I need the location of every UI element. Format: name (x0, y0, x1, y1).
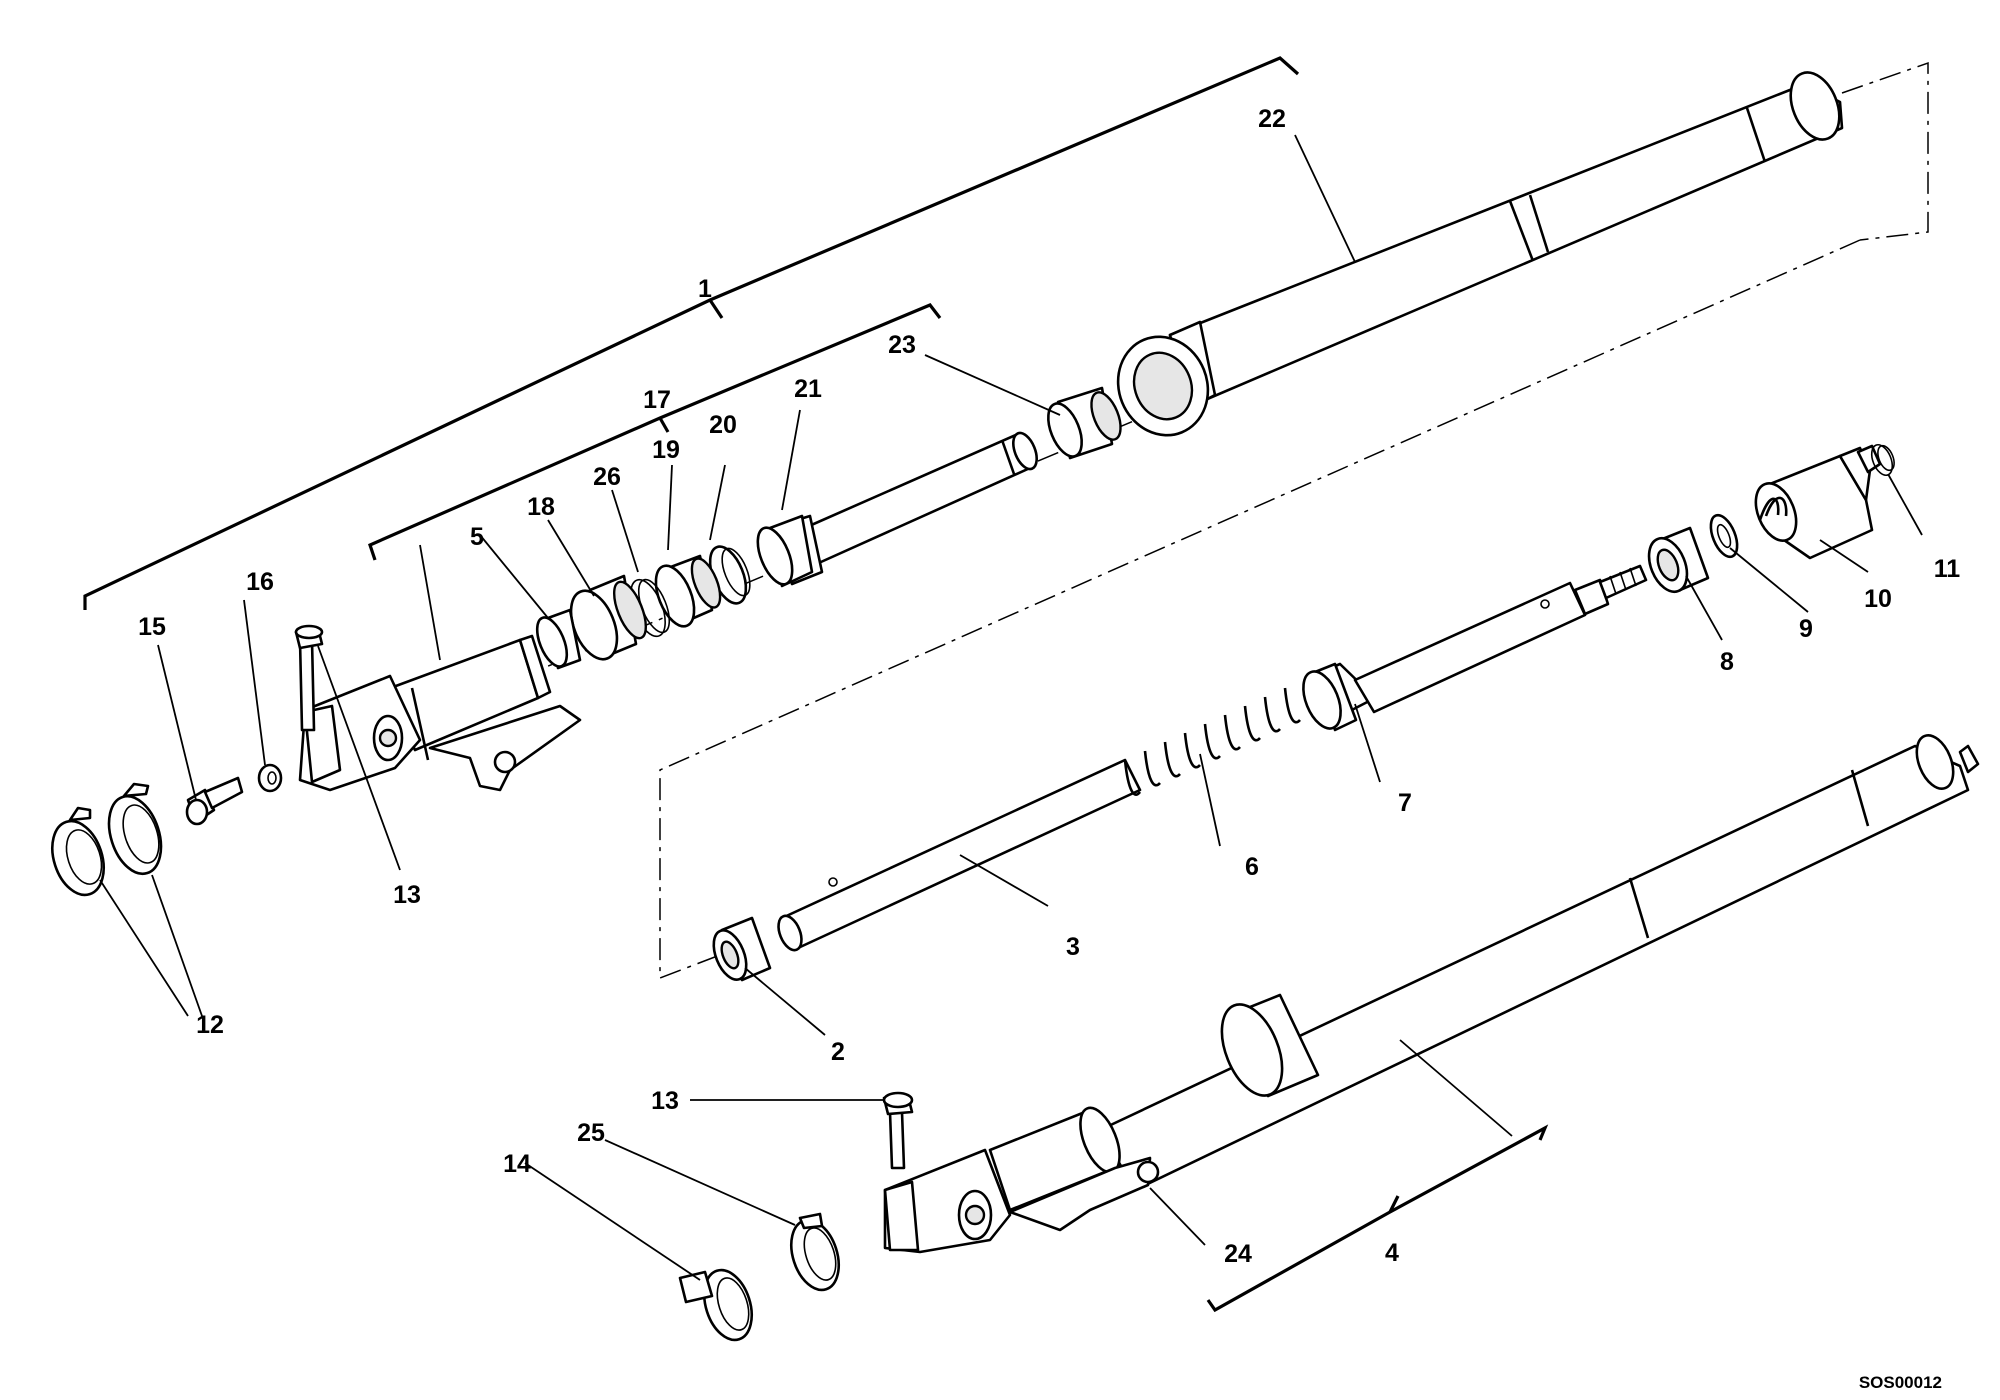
washer-16 (257, 763, 283, 793)
callout-13-upper: 13 (393, 881, 421, 909)
callout-3: 3 (1066, 933, 1080, 961)
slider-tube (778, 431, 1038, 586)
callout-2: 2 (831, 1038, 845, 1066)
callout-23: 23 (888, 331, 916, 359)
damper-rod-3 (777, 758, 1142, 952)
screw-15 (185, 776, 244, 826)
clamp-12-b (107, 782, 163, 876)
callout-14: 14 (503, 1150, 531, 1178)
washer-9 (1709, 513, 1739, 559)
callout-9: 9 (1799, 615, 1813, 643)
callout-4: 4 (1385, 1239, 1399, 1267)
screw-13-lower (882, 1091, 914, 1170)
callout-11: 11 (1934, 555, 1961, 583)
bushing-5 (535, 608, 582, 670)
callout-6: 6 (1245, 853, 1259, 881)
callout-17: 17 (643, 386, 671, 414)
clamp-12-a (51, 806, 105, 897)
seal-18 (569, 574, 648, 661)
callout-18: 18 (527, 493, 555, 521)
drawing-code: SOS00012 (1859, 1373, 1942, 1392)
leader-lines (99, 134, 1923, 1281)
seal-ring-21 (756, 514, 814, 588)
bushing-2 (712, 916, 772, 982)
callout-20: 20 (709, 411, 737, 439)
cap-10 (1754, 444, 1882, 560)
callout-10: 10 (1864, 585, 1892, 613)
callouts: 1 2 3 4 5 6 7 8 9 10 11 12 13 13 14 15 1… (138, 105, 1960, 1268)
callout-7: 7 (1398, 789, 1412, 817)
callout-25: 25 (577, 1119, 605, 1147)
callout-19: 19 (652, 436, 680, 464)
callout-1: 1 (698, 275, 712, 303)
callout-13-lower: 13 (651, 1087, 679, 1115)
fork-foot-upper (298, 634, 582, 792)
alignment-lines (299, 61, 1929, 980)
callout-22: 22 (1258, 105, 1286, 133)
callout-16: 16 (246, 568, 274, 596)
bracket-assembly-17 (368, 303, 942, 561)
callout-24: 24 (1224, 1240, 1252, 1268)
cartridge-7 (1302, 564, 1648, 732)
callout-21: 21 (794, 375, 822, 403)
seal-19 (654, 554, 722, 628)
bushing-23 (1047, 386, 1122, 460)
callout-15: 15 (138, 613, 166, 641)
bracket-assembly-4 (1206, 1124, 1549, 1313)
clamp-25 (790, 1212, 840, 1292)
callout-8: 8 (1720, 648, 1734, 676)
callout-12: 12 (196, 1011, 224, 1039)
screw-13-upper (294, 624, 324, 732)
callout-5: 5 (470, 523, 484, 551)
fork-leg-4 (883, 734, 1980, 1254)
outer-tube-22 (1116, 71, 1844, 437)
clamp-14 (678, 1268, 753, 1342)
bracket-assembly-1 (83, 56, 1300, 610)
spring-6 (1123, 678, 1321, 796)
nut-8 (1647, 526, 1710, 594)
callout-26: 26 (593, 463, 621, 491)
